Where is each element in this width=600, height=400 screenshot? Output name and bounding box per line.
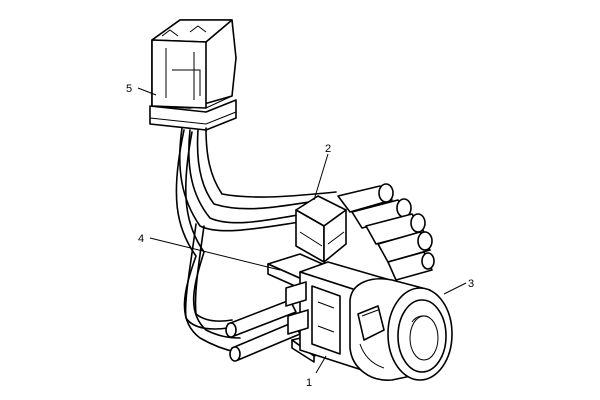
connector-housing: [149, 19, 237, 131]
callout-3: 3: [468, 278, 474, 290]
callout-1: 1: [306, 377, 312, 389]
actuator-knob: [349, 278, 453, 381]
leader-line-5: [137, 87, 157, 96]
leader-line-1: [315, 355, 327, 374]
terminal-sleeves: [225, 299, 301, 362]
callout-4: 4: [138, 233, 144, 245]
rear-terminals: [337, 183, 435, 281]
wire-harness: [175, 127, 337, 353]
leader-line-2: [313, 153, 329, 201]
leader-line-3: [443, 282, 467, 295]
callout-5: 5: [126, 83, 132, 95]
callout-2: 2: [325, 143, 331, 155]
wire-clip: [295, 195, 347, 263]
leader-line-4: [149, 237, 281, 271]
